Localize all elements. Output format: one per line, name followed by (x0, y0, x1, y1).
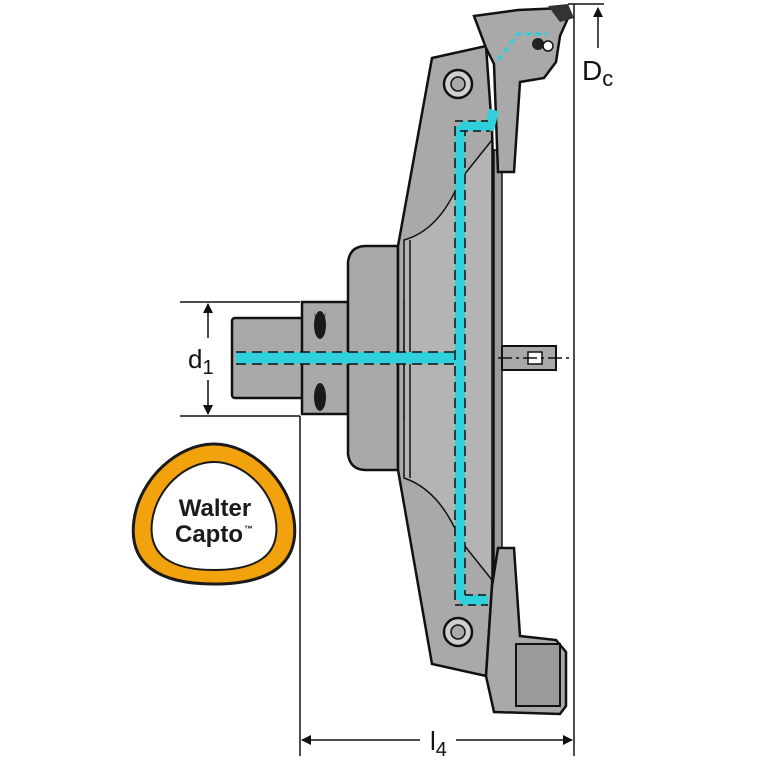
disc-face (493, 149, 503, 571)
top-bolt-inner (450, 76, 466, 92)
walter-capto-logo: Walter Capto ™ (131, 442, 297, 586)
top-insert (548, 4, 574, 22)
logo-line2: Capto (175, 521, 243, 548)
flange-slot-bottom (314, 383, 326, 411)
flange-slot-top (314, 311, 326, 339)
insert-screw (532, 38, 544, 50)
coolant-top-outlet (496, 32, 548, 61)
dim-d1: d1 (188, 344, 214, 379)
dim-dc: Dc (582, 55, 613, 91)
logo-trademark: ™ (244, 524, 253, 534)
coolant-channels (236, 32, 548, 606)
logo-line1: Walter (179, 495, 251, 522)
tool-body (230, 4, 574, 716)
bottom-bolt-inner (450, 624, 466, 640)
dimension-lines (180, 3, 604, 756)
bottom-insert (515, 643, 561, 707)
dimension-labels: d1 l4 Dc (188, 55, 613, 761)
coolant-top-branch (460, 108, 499, 131)
logo-inner (150, 460, 278, 572)
insert-screw-2 (542, 40, 554, 52)
dim-l4: l4 (430, 726, 447, 761)
